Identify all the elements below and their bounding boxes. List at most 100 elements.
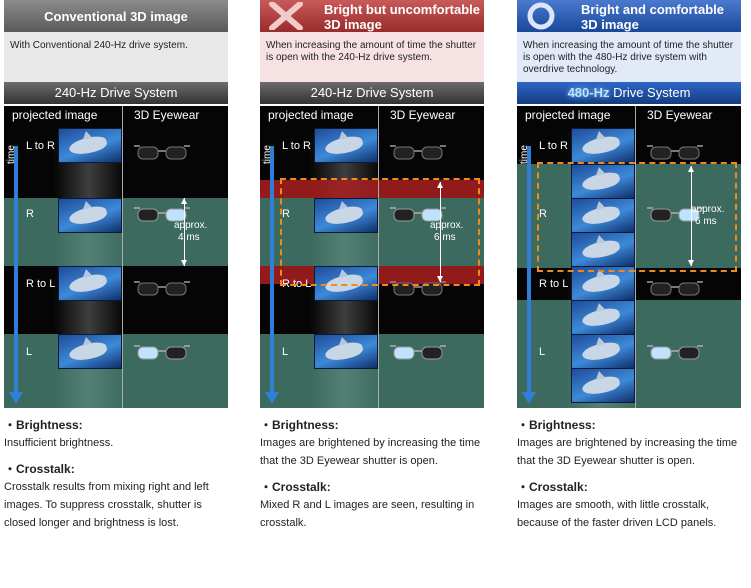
time-axis [527, 146, 531, 398]
eyewear-header: 3D Eyewear [647, 108, 713, 122]
row-label-r: R [539, 208, 547, 220]
drive-hz: 480-Hz [567, 85, 610, 100]
notes-conventional: ・Brightness: Insufficient brightness. ・C… [4, 416, 228, 532]
row-label-r-to-l: R to L [539, 278, 569, 290]
column-header: Bright and comfortable 3D image [517, 0, 741, 32]
divider-line [122, 106, 123, 408]
shark-image-icon [58, 266, 122, 301]
drive-system-bar: 480-Hz Drive System [517, 82, 741, 104]
open-duration-outline [280, 178, 480, 286]
divider-line [635, 106, 636, 408]
note-heading-brightness: ・Brightness: [517, 418, 596, 432]
cross-mark-icon [269, 2, 303, 30]
column-header: Bright but uncomfortable 3D image [260, 0, 484, 32]
note-text-brightness: Images are brightened by increasing the … [517, 437, 738, 467]
note-text-crosstalk: Images are smooth, with little crosstalk… [517, 499, 717, 529]
shark-image-icon [58, 334, 122, 369]
eyewear-right-open-icon [390, 207, 446, 222]
shark-image-icon [314, 266, 378, 301]
column-description: When increasing the amount of time the s… [517, 32, 741, 82]
note-text-brightness: Insufficient brightness. [4, 437, 114, 449]
shark-image-icon [314, 128, 378, 163]
drive-label: 240-Hz Drive System [54, 85, 178, 100]
shark-image-icon [571, 128, 635, 163]
note-heading-crosstalk: ・Crosstalk: [517, 480, 588, 494]
divider-line [378, 106, 379, 408]
time-label: time [262, 145, 273, 164]
note-heading-crosstalk: ・Crosstalk: [260, 480, 331, 494]
time-label: time [6, 145, 17, 164]
shark-image-icon [571, 334, 635, 369]
duration-value: 6 ms [434, 232, 456, 243]
shark-image-icon [571, 164, 635, 199]
column-bright-uncomfortable: Bright but uncomfortable 3D image When i… [260, 0, 484, 408]
note-text-crosstalk: Mixed R and L images are seen, resulting… [260, 499, 475, 529]
eyewear-closed-icon [390, 145, 446, 160]
column-header: Conventional 3D image [4, 0, 228, 32]
column-title: Bright and comfortable 3D image [581, 2, 725, 32]
eyewear-header: 3D Eyewear [390, 108, 456, 122]
shark-image-icon [571, 198, 635, 233]
eyewear-closed-icon [647, 281, 703, 296]
eyewear-header: 3D Eyewear [134, 108, 200, 122]
projected-image-header: projected image [268, 108, 354, 122]
column-title: Conventional 3D image [44, 9, 188, 24]
row-label-r: R [26, 208, 34, 220]
column-title: Bright but uncomfortable 3D image [324, 2, 480, 32]
timing-diagram: projected image 3D Eyewear time L to R R… [517, 106, 741, 408]
duration-arrow-icon [688, 166, 694, 266]
eyewear-left-open-icon [647, 345, 703, 360]
projected-image-header: projected image [525, 108, 611, 122]
column-description: When increasing the amount of time the s… [260, 32, 484, 82]
duration-arrow-icon [181, 198, 187, 266]
shark-image-icon [571, 368, 635, 403]
eyewear-right-open-icon [647, 207, 703, 222]
time-arrow-icon [522, 392, 536, 404]
drive-system-bar: 240-Hz Drive System [4, 82, 228, 104]
eyewear-closed-icon [390, 281, 446, 296]
note-heading-brightness: ・Brightness: [260, 418, 339, 432]
duration-value: 4 ms [178, 232, 200, 243]
row-label-l-to-r: L to R [539, 140, 568, 152]
eyewear-left-open-icon [390, 345, 446, 360]
row-label-l-to-r: L to R [26, 140, 55, 152]
notes-bright-uncomfortable: ・Brightness: Images are brightened by in… [260, 416, 484, 532]
shark-image-icon [314, 198, 378, 233]
duration-value: 6 ms [695, 216, 717, 227]
projected-image-header: projected image [12, 108, 98, 122]
time-arrow-icon [9, 392, 23, 404]
column-bright-comfortable: Bright and comfortable 3D image When inc… [517, 0, 741, 408]
shark-image-icon [314, 334, 378, 369]
time-label: time [519, 145, 530, 164]
time-axis [270, 146, 274, 398]
timing-diagram: projected image 3D Eyewear time L to R R… [260, 106, 484, 408]
note-heading-crosstalk: ・Crosstalk: [4, 462, 75, 476]
eyewear-left-open-icon [134, 345, 190, 360]
shark-image-icon [571, 300, 635, 335]
eyewear-closed-icon [134, 281, 190, 296]
open-duration-outline [537, 162, 737, 272]
column-description: With Conventional 240-Hz drive system. [4, 32, 228, 82]
drive-label: Drive System [609, 85, 691, 100]
row-label-l: L [539, 346, 546, 358]
shark-image-icon [571, 232, 635, 267]
approx-label: approx. [691, 204, 725, 215]
approx-label: approx. [430, 220, 464, 231]
shark-image-icon [58, 128, 122, 163]
notes-bright-comfortable: ・Brightness: Images are brightened by in… [517, 416, 741, 532]
row-label-l: L [282, 346, 289, 358]
row-label-l: L [26, 346, 33, 358]
note-heading-brightness: ・Brightness: [4, 418, 83, 432]
note-text-brightness: Images are brightened by increasing the … [260, 437, 481, 467]
time-arrow-icon [265, 392, 279, 404]
column-conventional: Conventional 3D image With Conventional … [4, 0, 228, 408]
approx-label: approx. [174, 220, 208, 231]
row-label-r: R [282, 208, 290, 220]
drive-system-bar: 240-Hz Drive System [260, 82, 484, 104]
crosstalk-band-top [260, 180, 484, 198]
duration-arrow-icon [437, 182, 443, 282]
circle-mark-icon [527, 2, 555, 30]
shark-image-icon [58, 198, 122, 233]
eyewear-closed-icon [647, 145, 703, 160]
timing-diagram: projected image 3D Eyewear time L to R R… [4, 106, 228, 408]
